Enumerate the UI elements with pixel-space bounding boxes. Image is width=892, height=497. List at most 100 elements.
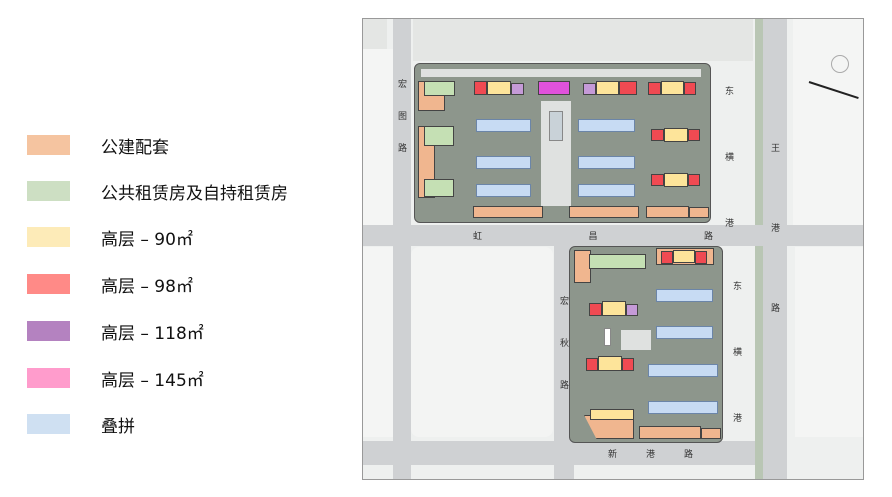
lot bbox=[363, 247, 393, 437]
legend-swatch bbox=[27, 181, 70, 201]
building-rental bbox=[424, 179, 454, 197]
legend-swatch bbox=[27, 135, 70, 155]
building-98 bbox=[688, 174, 700, 186]
legend-swatch bbox=[27, 414, 70, 434]
road-char: 宏 bbox=[398, 80, 408, 90]
building-98 bbox=[651, 174, 664, 186]
building-public bbox=[689, 207, 709, 218]
canal-green bbox=[755, 19, 763, 225]
lot bbox=[411, 247, 553, 437]
road-char: 东 bbox=[725, 87, 735, 97]
legend-item-highrise-98: 高层 – 98㎡ bbox=[27, 273, 193, 297]
legend-item-highrise-90: 高层 – 90㎡ bbox=[27, 226, 193, 250]
building-public bbox=[639, 426, 701, 439]
building-stacked-villa bbox=[578, 156, 635, 169]
water-feature bbox=[549, 111, 563, 141]
road-char: 路 bbox=[771, 304, 781, 314]
clubhouse bbox=[604, 328, 611, 346]
building-98 bbox=[648, 82, 661, 95]
building-98 bbox=[661, 251, 673, 264]
building-rental bbox=[424, 81, 455, 96]
legend-label: 高层 – 90㎡ bbox=[101, 229, 193, 250]
road-char: 横 bbox=[725, 153, 735, 163]
legend-label: 叠拼 bbox=[101, 416, 135, 437]
building-90 bbox=[661, 81, 684, 95]
road-south bbox=[363, 441, 763, 465]
building-stacked-villa bbox=[656, 326, 713, 339]
road-char: 昌 bbox=[588, 232, 598, 242]
road-char: 秋 bbox=[560, 339, 570, 349]
road-label-south: 新港路 bbox=[608, 447, 693, 460]
building-90 bbox=[590, 409, 634, 420]
road-far-east bbox=[763, 19, 787, 479]
building-90 bbox=[598, 356, 622, 371]
building-90 bbox=[596, 81, 619, 95]
building-rental bbox=[424, 126, 454, 146]
road-west bbox=[393, 19, 411, 479]
road-char: 港 bbox=[771, 224, 781, 234]
building-90 bbox=[487, 81, 511, 95]
road-label-west: 宏图路 bbox=[398, 69, 407, 165]
road-char: 港 bbox=[733, 414, 743, 424]
road-char: 新 bbox=[608, 450, 618, 460]
road-char: 图 bbox=[398, 112, 408, 122]
building-stacked-villa bbox=[648, 364, 718, 377]
road-horizontal bbox=[363, 225, 863, 246]
road-char: 路 bbox=[703, 232, 713, 242]
building-public bbox=[646, 206, 689, 218]
building-public bbox=[473, 206, 543, 218]
building-118 bbox=[511, 83, 524, 95]
building-rental bbox=[589, 254, 646, 269]
building-public bbox=[569, 206, 639, 218]
road-label-middle: 虹昌路 bbox=[473, 229, 713, 242]
building-98 bbox=[688, 129, 700, 141]
plaza bbox=[621, 330, 651, 350]
road-char: 港 bbox=[645, 450, 655, 460]
road-label-inner: 宏秋路 bbox=[560, 281, 569, 407]
legend-label: 公共租赁房及自持租赁房 bbox=[101, 183, 288, 204]
building-145 bbox=[538, 81, 570, 95]
road-char: 路 bbox=[398, 144, 408, 154]
building-90 bbox=[664, 173, 688, 187]
road-char: 虹 bbox=[473, 232, 483, 242]
road-char: 横 bbox=[733, 348, 743, 358]
building-stacked-villa bbox=[656, 289, 713, 302]
road-char: 东 bbox=[733, 282, 743, 292]
road-label-east-canal-south: 东横港 bbox=[733, 254, 742, 452]
building-90 bbox=[673, 250, 695, 263]
building-118 bbox=[583, 83, 596, 95]
site-plan: 宏图路 虹昌路 宏秋路 东横港 东横港 王港路 新港路 bbox=[362, 18, 864, 480]
building-98 bbox=[619, 81, 637, 95]
legend-swatch bbox=[27, 227, 70, 247]
road-char: 宏 bbox=[560, 297, 570, 307]
road-char: 王 bbox=[771, 144, 781, 154]
legend-swatch bbox=[27, 274, 70, 294]
building-98 bbox=[622, 358, 634, 371]
legend-label: 公建配套 bbox=[101, 137, 169, 158]
legend-label: 高层 – 118㎡ bbox=[101, 323, 204, 344]
building-98 bbox=[474, 81, 487, 95]
building-public bbox=[701, 428, 721, 439]
north-arrow-icon bbox=[831, 55, 849, 73]
lot bbox=[413, 19, 753, 61]
building-98 bbox=[589, 303, 602, 316]
legend-item-public-facilities: 公建配套 bbox=[27, 134, 169, 158]
lot bbox=[363, 19, 387, 49]
legend-item-highrise-145: 高层 – 145㎡ bbox=[27, 367, 204, 391]
path bbox=[421, 69, 701, 77]
legend-item-rental-housing: 公共租赁房及自持租赁房 bbox=[27, 180, 288, 204]
legend-item-highrise-118: 高层 – 118㎡ bbox=[27, 320, 204, 344]
road-char: 路 bbox=[560, 381, 570, 391]
road-label-far-east: 王港路 bbox=[771, 109, 780, 349]
lot bbox=[793, 19, 863, 225]
canal-green bbox=[755, 246, 763, 479]
legend-label: 高层 – 98㎡ bbox=[101, 276, 193, 297]
legend-label: 高层 – 145㎡ bbox=[101, 370, 204, 391]
building-stacked-villa bbox=[476, 119, 531, 132]
building-90 bbox=[602, 301, 626, 316]
lot bbox=[795, 247, 863, 437]
building-stacked-villa bbox=[578, 184, 635, 197]
building-118 bbox=[626, 304, 638, 316]
lot bbox=[363, 49, 393, 225]
legend-swatch bbox=[27, 321, 70, 341]
